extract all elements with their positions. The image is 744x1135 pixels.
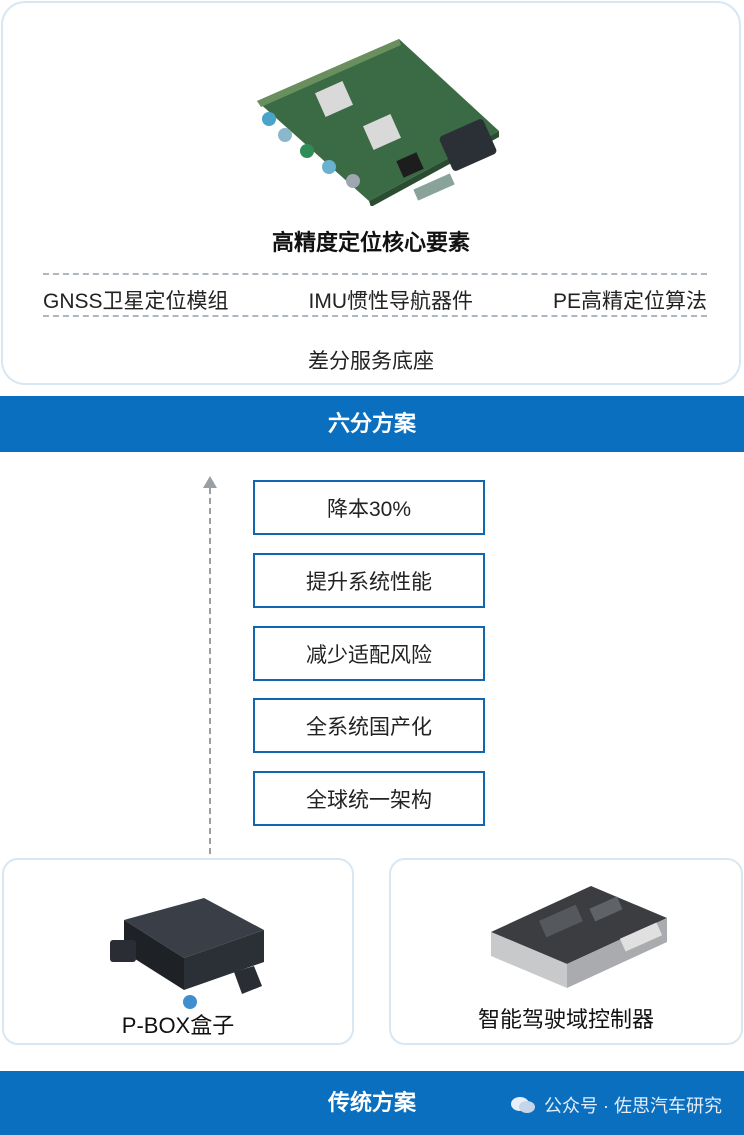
watermark: 公众号 · 佐思汽车研究 <box>510 1092 722 1118</box>
dashed-divider-bottom <box>43 315 707 317</box>
benefit-box: 提升系统性能 <box>253 553 485 608</box>
differential-service-base: 差分服务底座 <box>308 350 434 373</box>
dashed-divider-top <box>43 273 707 275</box>
benefit-box: 全系统国产化 <box>253 698 485 753</box>
element-pe: PE高精定位算法 <box>552 290 707 313</box>
wechat-icon <box>511 1097 535 1113</box>
domain-controller-icon <box>491 886 667 988</box>
dashed-arrow-line <box>209 488 211 854</box>
six-division-band: 六分方案 <box>0 396 744 452</box>
traditional-band-label: 传统方案 <box>327 1090 416 1115</box>
element-imu: IMU惯性导航器件 <box>308 290 474 313</box>
pcb-board-icon <box>257 39 499 206</box>
benefit-label: 减少适配风险 <box>306 643 432 667</box>
benefit-label: 降本30% <box>326 497 412 521</box>
benefit-box: 全球统一架构 <box>253 771 485 826</box>
benefit-box: 降本30% <box>253 480 485 535</box>
core-elements-card: 高精度定位核心要素 GNSS卫星定位模组 IMU惯性导航器件 PE高精定位算法 … <box>1 1 741 385</box>
benefit-label: 全系统国产化 <box>306 715 432 739</box>
pbox-label: P-BOX盒子 <box>121 1013 235 1038</box>
watermark-text: 公众号 · 佐思汽车研究 <box>544 1096 722 1116</box>
core-elements-list: GNSS卫星定位模组 IMU惯性导航器件 PE高精定位算法 <box>43 285 707 315</box>
pbox-card: P-BOX盒子 <box>2 858 354 1045</box>
traditional-band: 传统方案 <box>0 1071 744 1135</box>
benefit-box: 减少适配风险 <box>253 626 485 681</box>
benefit-label: 提升系统性能 <box>306 570 432 594</box>
benefit-label: 全球统一架构 <box>306 788 432 812</box>
pbox-icon <box>110 898 264 1009</box>
arrow-up-icon <box>203 476 217 488</box>
core-elements-title: 高精度定位核心要素 <box>271 230 470 255</box>
element-gnss: GNSS卫星定位模组 <box>43 290 229 313</box>
domain-controller-label: 智能驾驶域控制器 <box>477 1007 654 1032</box>
domain-controller-card: 智能驾驶域控制器 <box>389 858 743 1045</box>
